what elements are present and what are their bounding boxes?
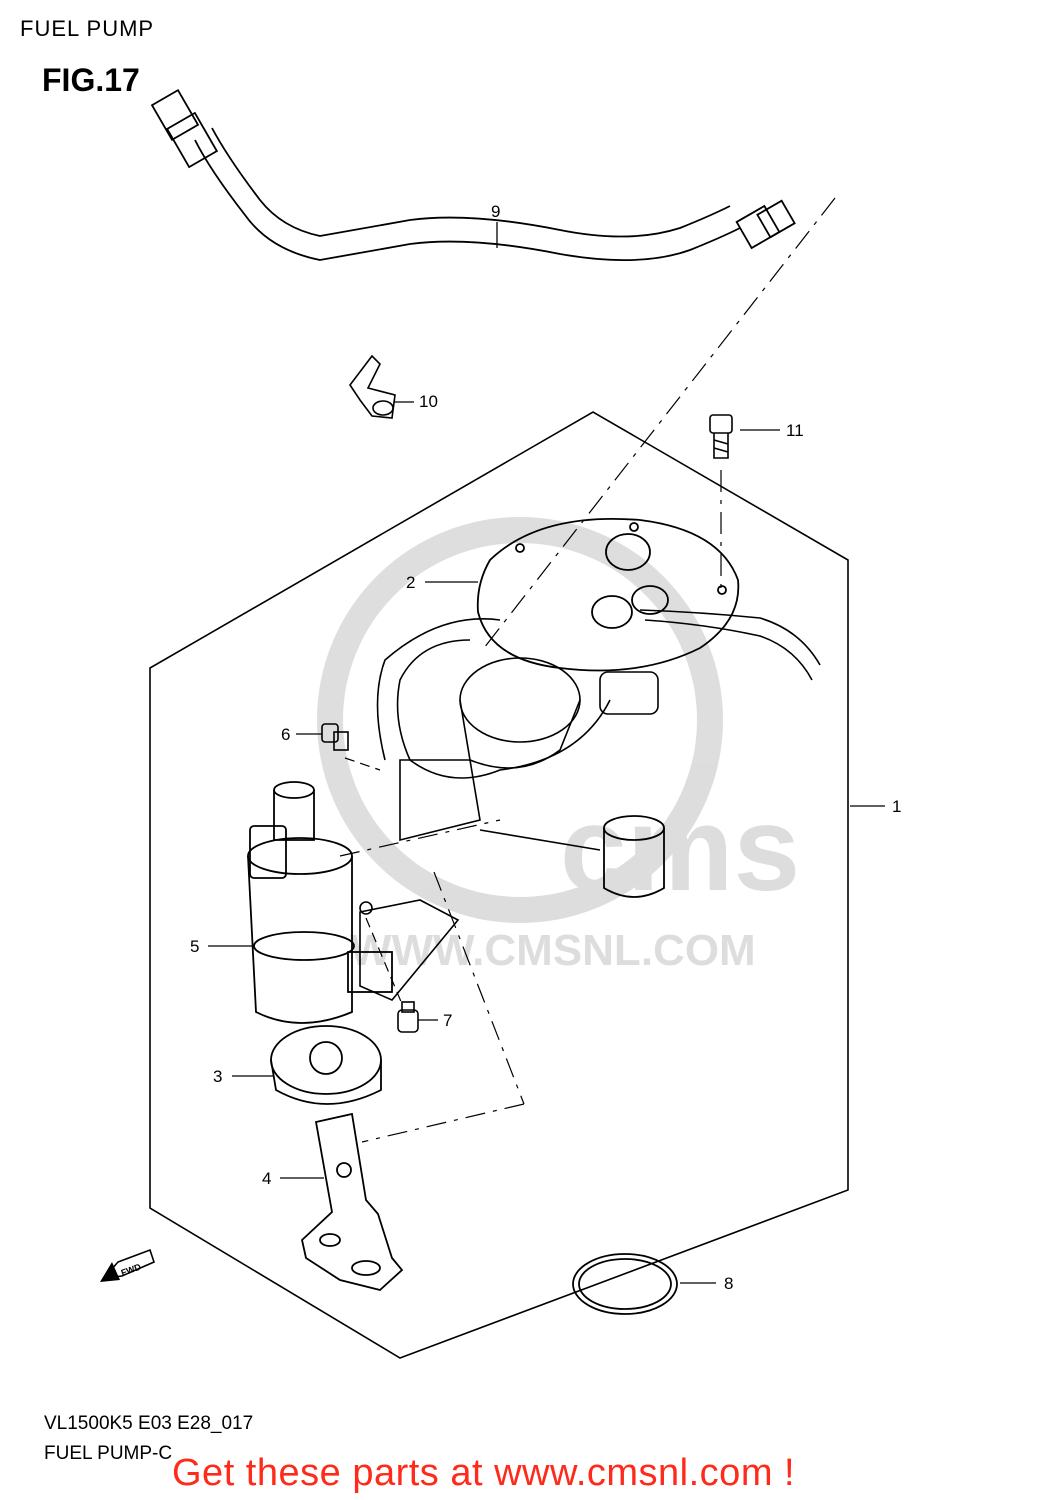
guide-lines-pump <box>339 819 525 1143</box>
promo-link[interactable]: Get these parts at www.cmsnl.com ! <box>172 1452 796 1494</box>
fuel-float <box>603 815 665 898</box>
callout-4: 4 <box>262 1169 271 1188</box>
callout-5: 5 <box>190 937 199 956</box>
watermark-url: WWW.CMSNL.COM <box>350 926 756 975</box>
guide-line <box>483 197 836 649</box>
page-title: FUEL PUMP <box>20 16 155 41</box>
wire-harness <box>376 609 821 779</box>
pump-holder <box>399 657 659 851</box>
callout-6: 6 <box>281 725 290 744</box>
screw-6 <box>321 723 349 751</box>
model-code: VL1500K5 E03 E28_017 <box>44 1413 254 1434</box>
fuel-hose <box>150 88 796 262</box>
callout-10: 10 <box>419 392 438 411</box>
filter-bracket <box>359 899 460 1001</box>
screw-7 <box>397 1001 419 1033</box>
callout-8: 8 <box>724 1274 733 1293</box>
assembly-outline <box>149 411 849 1359</box>
callout-11: 11 <box>786 421 804 440</box>
o-ring <box>572 1253 678 1315</box>
watermark: cms WWW.CMSNL.COM <box>317 517 800 975</box>
hose-clip <box>349 354 396 419</box>
callouts <box>208 222 885 1284</box>
pump-cushion <box>270 1025 382 1105</box>
callout-labels: 1 2 3 4 5 6 7 8 9 10 11 <box>190 202 901 1293</box>
callout-7: 7 <box>443 1011 452 1030</box>
bolt-top <box>709 414 733 459</box>
callout-9: 9 <box>491 202 500 221</box>
watermark-logo: cms <box>560 782 800 916</box>
callout-1: 1 <box>892 797 901 816</box>
fuel-pump <box>247 781 393 1024</box>
callout-2: 2 <box>406 573 415 592</box>
mounting-bracket <box>301 1112 404 1291</box>
callout-3: 3 <box>213 1067 222 1086</box>
fwd-arrow-icon: FWD <box>100 1248 155 1282</box>
guide-line <box>344 757 381 771</box>
pump-flange <box>476 517 740 672</box>
figure-label: FIG.17 <box>42 62 140 98</box>
assembly-name: FUEL PUMP-C <box>44 1443 173 1464</box>
